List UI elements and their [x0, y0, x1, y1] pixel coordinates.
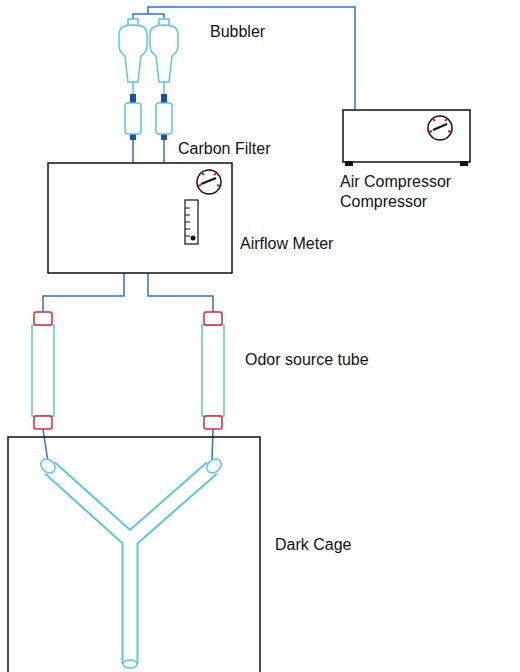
gauge-needle: [201, 178, 216, 184]
tube-cap: [34, 312, 52, 325]
gauge-needle: [433, 124, 447, 130]
pressure-gauge: [428, 116, 452, 140]
tube-connector: [161, 94, 167, 103]
tube-opening: [204, 456, 224, 476]
compressor-foot: [345, 161, 353, 166]
bubbler-stem: [132, 82, 134, 94]
gauge-dial: [197, 170, 221, 194]
part-label: Odor source tube: [245, 350, 369, 369]
air-line: [212, 429, 213, 462]
tube-opening: [38, 456, 58, 476]
bubbler-stem: [133, 82, 164, 94]
odor-tube-body: [202, 325, 224, 416]
compressor-box: [343, 110, 470, 162]
part-label: Bubbler: [210, 22, 265, 41]
bubbler-stem: [163, 82, 165, 94]
tube-opening: [38, 456, 224, 668]
compressor-foot: [460, 161, 468, 166]
carbon-filter-symbol: [125, 103, 172, 134]
air-line: [148, 7, 355, 110]
air-line: [43, 429, 48, 462]
air-line: [132, 140, 134, 163]
bubbler-body: [119, 25, 147, 82]
float-ball: [191, 236, 196, 241]
scale-tick: [185, 229, 190, 230]
flow-scale: [185, 200, 198, 244]
air-line: [163, 140, 165, 163]
gauge-tick: [198, 173, 220, 186]
carbon-filter-symbol: [125, 103, 141, 134]
y-tube-wall: [50, 468, 212, 664]
gauge-tick: [214, 173, 216, 175]
air-line: [148, 273, 213, 312]
pressure-gauge: [197, 170, 221, 194]
y-tube: [50, 468, 212, 664]
part-label: Air Compressor: [340, 172, 451, 191]
gauge-tick: [429, 131, 432, 132]
gauge-tick: [202, 173, 204, 175]
air-line: [43, 273, 124, 312]
bubbler-symbol: [119, 19, 178, 82]
carbon-filter-symbol: [156, 103, 172, 134]
part-label: Dark Cage: [275, 535, 351, 554]
tube-cap: [204, 416, 222, 429]
dark-cage-box: [8, 437, 260, 672]
scale-tick: [185, 222, 190, 223]
airflow-meter-box: [48, 163, 232, 273]
bubbler-body: [150, 25, 178, 82]
odor-source-tube: [32, 312, 224, 429]
tube-cap: [34, 416, 52, 429]
scale-tick: [185, 208, 190, 236]
air-line: [43, 7, 355, 462]
flow-scale: [185, 200, 198, 244]
gauge-dial: [428, 116, 452, 140]
part-label: Compressor: [340, 192, 427, 211]
gauge-tick: [217, 185, 220, 186]
tube-connector: [130, 94, 136, 103]
gauge-tick: [429, 119, 451, 132]
scale-tick: [185, 215, 190, 216]
tube-cap: [204, 312, 222, 325]
gauge-tick: [445, 119, 447, 121]
gauge-tick: [198, 185, 201, 186]
part-label: Airflow Meter: [240, 234, 333, 253]
y-tube-bore: [50, 468, 212, 664]
part-label: Carbon Filter: [178, 139, 270, 158]
tube-opening: [123, 660, 137, 668]
odor-tube-body: [32, 325, 54, 416]
gauge-tick: [433, 119, 435, 121]
scale-tick: [185, 208, 190, 209]
scale-tick: [185, 236, 190, 237]
gauge-tick: [448, 131, 451, 132]
